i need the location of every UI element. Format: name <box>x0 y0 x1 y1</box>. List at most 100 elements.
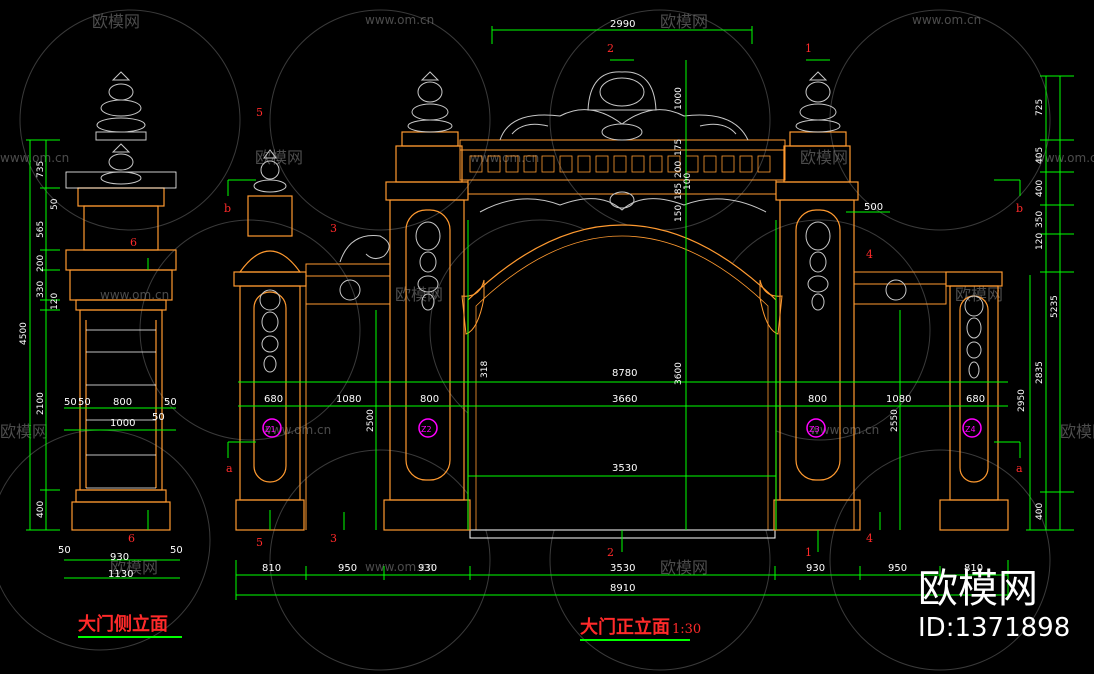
main-arch <box>467 224 777 530</box>
watermark-site: www.om.cn <box>1035 151 1094 165</box>
section-mark: 2 <box>607 42 614 55</box>
dim-725: 725 <box>1035 99 1045 116</box>
dim-810: 810 <box>262 563 281 574</box>
dim-120: 120 <box>1035 233 1045 250</box>
dim-50: 50 <box>58 545 71 556</box>
section-mark: 3 <box>330 222 337 235</box>
dim-1080: 1080 <box>886 394 911 405</box>
side-finials <box>95 71 147 185</box>
dim-318: 318 <box>480 361 490 378</box>
section-mark: 3 <box>330 532 337 545</box>
dim-680: 680 <box>264 394 283 405</box>
front-elevation: Z1 Z2 Z3 Z4 <box>224 19 1074 641</box>
view-mark: b <box>1016 202 1023 215</box>
dim-200: 200 <box>674 161 684 178</box>
section-mark: 6 <box>128 532 135 545</box>
watermark-brand: 欧模网 <box>255 148 303 167</box>
dim-1000: 1000 <box>110 418 135 429</box>
dim-330: 330 <box>36 281 46 298</box>
front-mid-dims: 8780 680 1080 800 3660 800 1080 680 3530 <box>264 368 985 474</box>
front-section-marks: 1 1 2 2 3 3 4 4 5 5 <box>256 42 873 559</box>
dim-5235: 5235 <box>1050 295 1060 318</box>
watermark-brand: 欧模网 <box>1060 422 1094 441</box>
front-side-vertical-dims: 2500 2550 2950 318 <box>366 361 1027 432</box>
dim-4500: 4500 <box>19 322 29 345</box>
right-corbel <box>759 279 783 335</box>
section-mark: 5 <box>256 106 263 119</box>
dim-2950: 2950 <box>1017 389 1027 412</box>
brand-id: ID:1371898 <box>918 613 1070 643</box>
watermarks: 欧模网 www.om.cn 欧模网 www.om.cn www.om.cn 欧模… <box>0 12 1094 577</box>
dim-120: 120 <box>50 293 60 310</box>
dim-200: 200 <box>36 255 46 272</box>
dim-3530: 3530 <box>610 563 635 574</box>
dim-50: 50 <box>170 545 183 556</box>
dim-1080: 1080 <box>336 394 361 405</box>
left-corbel <box>461 279 485 335</box>
watermark-brand: 欧模网 <box>395 285 443 304</box>
pillar-tag: Z4 <box>965 425 976 434</box>
dim-680: 680 <box>966 394 985 405</box>
dim-930: 930 <box>110 552 129 563</box>
dim-565: 565 <box>36 221 46 238</box>
dim-185: 185 <box>674 183 684 200</box>
front-center-vertical-dims: 1000 175 200 100 185 150 3600 <box>674 87 693 385</box>
side-vertical-dims: 735 565 200 330 120 2100 400 4500 50 <box>19 161 60 518</box>
side-horizontal-dims: 50 50 800 50 1000 50 50 930 50 1130 <box>58 397 183 580</box>
section-mark: 4 <box>866 248 873 261</box>
side-walls <box>305 263 947 530</box>
dim-100: 100 <box>683 173 693 190</box>
side-elevation: 735 565 200 330 120 2100 400 4500 50 50 … <box>19 71 183 638</box>
dim-2550: 2550 <box>890 409 900 432</box>
dim-2100: 2100 <box>36 392 46 415</box>
dim-50: 50 <box>64 397 77 408</box>
dim-3660: 3660 <box>612 394 637 405</box>
dim-800: 800 <box>808 394 827 405</box>
pillar-tag: Z3 <box>809 425 820 434</box>
dim-3530: 3530 <box>612 463 637 474</box>
pillar-ornaments <box>259 221 984 379</box>
dim-175: 175 <box>674 139 684 156</box>
dim-8910: 8910 <box>610 583 635 594</box>
section-mark: 2 <box>607 546 614 559</box>
watermark-brand: 欧模网 <box>660 12 708 31</box>
view-mark: a <box>226 462 233 475</box>
dim-405: 405 <box>1035 147 1045 164</box>
dim-150: 150 <box>674 205 684 222</box>
section-mark: 1 <box>805 42 812 55</box>
front-dim-lines <box>227 26 1074 600</box>
section-mark: 5 <box>256 536 263 549</box>
side-dim-lines <box>26 139 180 579</box>
watermark-site: www.om.cn <box>912 13 981 27</box>
watermark-site: www.om.cn <box>365 560 434 574</box>
dim-800: 800 <box>113 397 132 408</box>
pillar-tag: Z2 <box>421 425 432 434</box>
watermark-brand: 欧模网 <box>92 12 140 31</box>
section-mark: 1 <box>805 546 812 559</box>
side-outline <box>65 187 177 531</box>
brand-overlay: 欧模网 ID:1371898 <box>918 566 1070 643</box>
watermark-site: www.om.cn <box>100 288 169 302</box>
dim-930: 930 <box>418 563 437 574</box>
dim-950: 950 <box>888 563 907 574</box>
rosette <box>885 279 907 301</box>
watermark-brand: 欧模网 <box>110 558 158 577</box>
section-mark: 6 <box>130 236 137 249</box>
front-top-dims: 2990 500 <box>610 19 883 213</box>
watermark-brand: 欧模网 <box>800 148 848 167</box>
dim-400: 400 <box>1035 503 1045 520</box>
dim-500: 500 <box>864 202 883 213</box>
view-mark: a <box>1016 462 1023 475</box>
watermark-brand: 欧模网 <box>0 422 48 441</box>
scroll-ornament <box>339 235 390 263</box>
dim-930: 930 <box>806 563 825 574</box>
brand-name: 欧模网 <box>918 566 1038 612</box>
beam-dentils <box>469 155 771 173</box>
dim-735: 735 <box>36 161 46 178</box>
dim-950: 950 <box>338 563 357 574</box>
section-mark: 4 <box>866 532 873 545</box>
finials <box>253 71 841 193</box>
dim-350: 350 <box>1035 211 1045 228</box>
